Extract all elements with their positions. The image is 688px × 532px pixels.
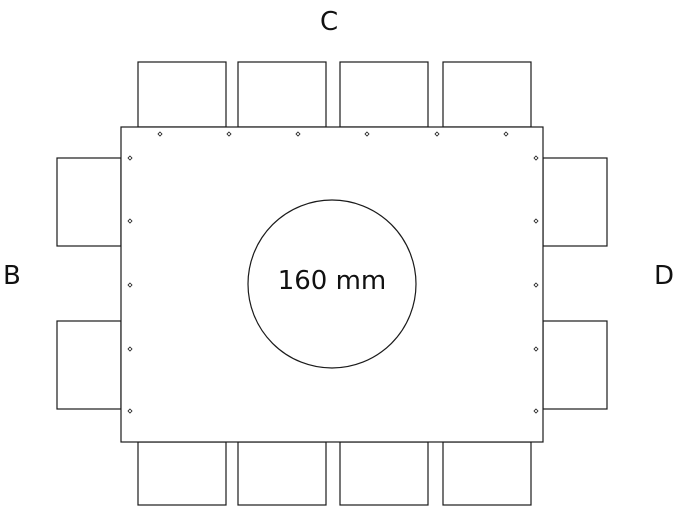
screw-hole (127, 218, 133, 224)
screw-hole (533, 155, 539, 161)
side-panels (56, 61, 608, 506)
bottom-panel (137, 441, 227, 506)
hole-diameter-label: 160 mm (277, 266, 387, 296)
bottom-panel (442, 441, 532, 506)
screw-hole (226, 131, 232, 137)
side-label-c: C (320, 7, 339, 37)
screw-hole (157, 131, 163, 137)
top-panel (137, 61, 227, 128)
screw-hole (533, 346, 539, 352)
center-hole (247, 199, 417, 369)
screw-hole (533, 408, 539, 414)
right-panel (542, 320, 608, 410)
top-panel (442, 61, 532, 128)
left-panel (56, 157, 122, 247)
screw-hole (127, 346, 133, 352)
screw-hole (533, 218, 539, 224)
side-label-d: D (654, 261, 675, 291)
side-label-b: B (3, 261, 21, 291)
screw-holes (127, 131, 539, 414)
top-panel (339, 61, 429, 128)
bottom-panel (237, 441, 327, 506)
screw-hole (127, 282, 133, 288)
right-panel (542, 157, 608, 247)
screw-hole (533, 282, 539, 288)
screw-hole (127, 155, 133, 161)
screw-hole (364, 131, 370, 137)
top-panel (237, 61, 327, 128)
bottom-panel (339, 441, 429, 506)
screw-hole (127, 408, 133, 414)
left-panel (56, 320, 122, 410)
screw-hole (503, 131, 509, 137)
screw-hole (434, 131, 440, 137)
screw-hole (295, 131, 301, 137)
